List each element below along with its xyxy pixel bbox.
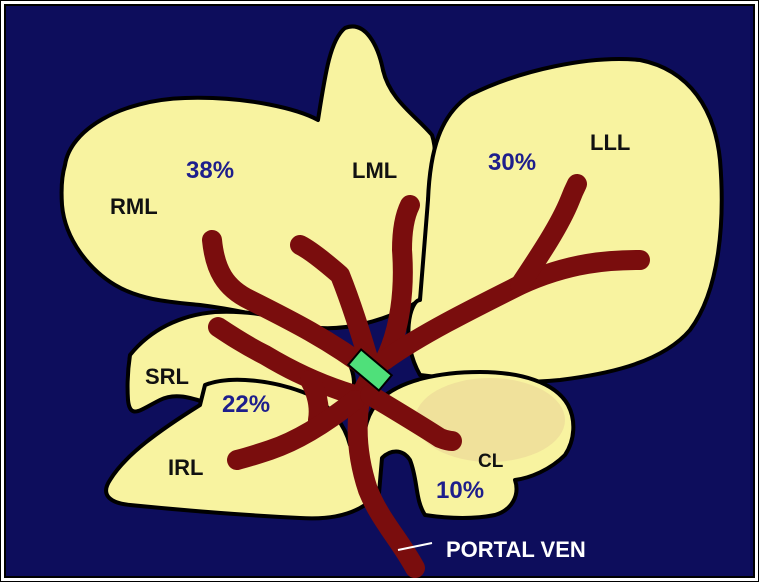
- label-cl: CL: [478, 451, 504, 472]
- label-srl: SRL: [145, 364, 189, 389]
- label-lml: LML: [352, 158, 397, 183]
- label-irl: IRL: [168, 455, 203, 480]
- label-rml: RML: [110, 194, 158, 219]
- percent-rml: 38%: [186, 157, 234, 184]
- caudate-shading: [415, 378, 565, 462]
- label-lll: LLL: [590, 130, 630, 155]
- vein-branch-srl-lower: [310, 380, 319, 420]
- label-portal-vein: PORTAL VEN: [446, 537, 586, 562]
- percent-irl: 22%: [222, 391, 270, 418]
- percent-cl: 10%: [436, 477, 484, 504]
- percent-lll: 30%: [488, 149, 536, 176]
